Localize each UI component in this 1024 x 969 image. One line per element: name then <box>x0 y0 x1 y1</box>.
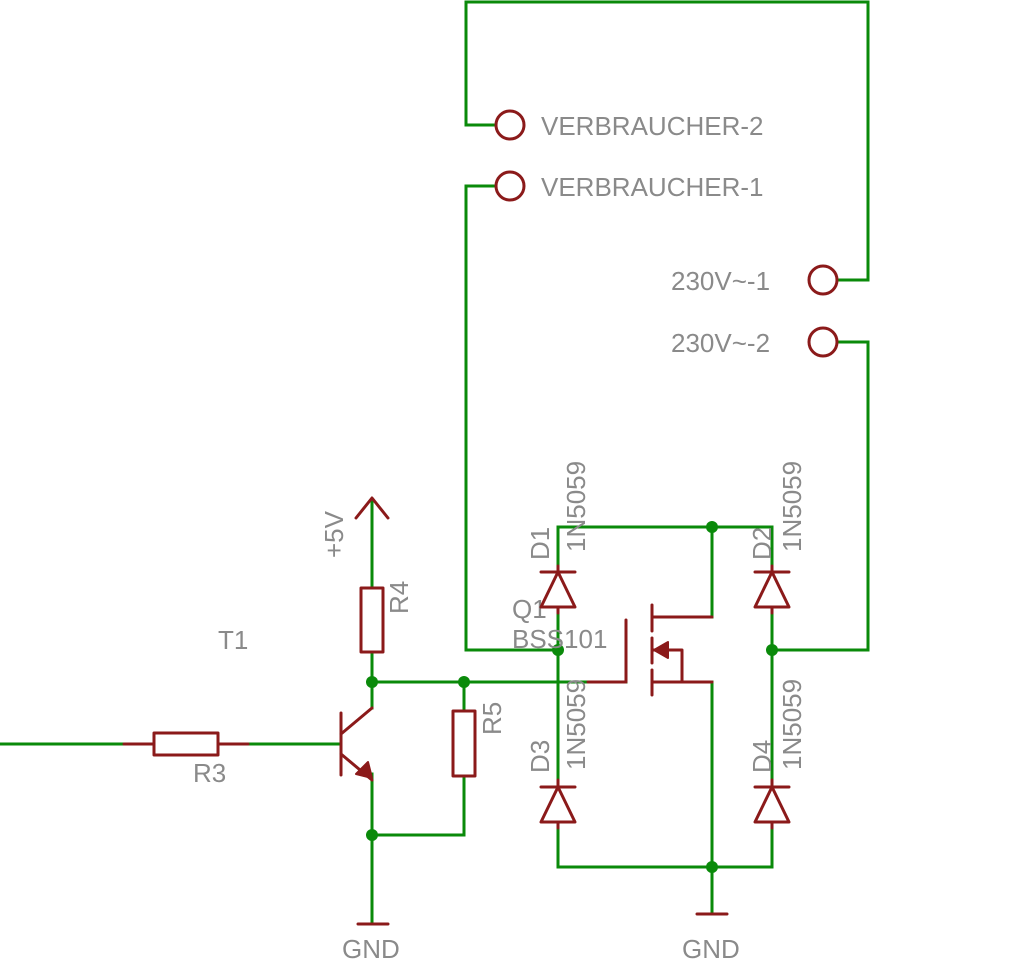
diode-name-label: D1 <box>525 527 555 560</box>
wire-mosfet-source <box>650 680 714 914</box>
diode-triangle-icon <box>753 785 791 824</box>
transistor-emitter-arrow-icon <box>355 761 373 779</box>
connector-mains-1: 230V~-1 <box>671 264 839 296</box>
connector-pad-icon <box>807 264 839 296</box>
junction-dot <box>366 676 378 688</box>
mosfet-gate-icon <box>586 618 628 684</box>
transistor-collector-icon <box>339 706 374 736</box>
diode-d3: D3 1N5059 <box>525 679 591 830</box>
ground-right: GND <box>682 912 740 964</box>
wires <box>0 0 870 924</box>
wire-bridge-top-rail <box>556 525 774 568</box>
resistor-label: R4 <box>384 581 414 614</box>
connector-pad-icon <box>494 109 526 141</box>
connector-label: 230V~-2 <box>671 328 770 358</box>
resistor-label: R3 <box>193 758 226 788</box>
diode-value-label: 1N5059 <box>561 679 591 770</box>
wire-load1-to-bridge <box>464 184 560 652</box>
connector-pad-icon <box>807 326 839 358</box>
supply-vcc: +5V <box>319 496 390 558</box>
junction-dot <box>366 829 378 841</box>
supply-arrow-icon <box>354 496 390 520</box>
connector-pad-icon <box>494 170 526 202</box>
ground-left: GND <box>342 922 400 964</box>
diode-d4: D4 1N5059 <box>747 679 807 830</box>
resistor-r5: R5 <box>451 702 507 778</box>
connector-label: 230V~-1 <box>671 266 770 296</box>
diode-value-label: 1N5059 <box>561 461 591 552</box>
diode-value-label: 1N5059 <box>777 679 807 770</box>
diode-name-label: D2 <box>747 527 777 560</box>
junction-dot <box>706 521 718 533</box>
junction-dot <box>458 676 470 688</box>
mosfet-q1: Q1 BSS101 <box>512 594 714 697</box>
ground-label: GND <box>342 934 400 964</box>
junctions <box>366 521 778 873</box>
wire-bridge-bottom-rail <box>556 820 774 869</box>
resistor-r4: R4 <box>359 581 414 654</box>
ground-label: GND <box>682 934 740 964</box>
connector-label: VERBRAUCHER-1 <box>541 172 764 202</box>
wire-load2-to-mains1 <box>464 0 870 282</box>
connector-verbraucher-1: VERBRAUCHER-1 <box>494 170 764 202</box>
diode-value-label: 1N5059 <box>777 461 807 552</box>
wire-r5-bottom <box>370 774 466 837</box>
junction-dot <box>706 861 718 873</box>
transistor-label: T1 <box>218 625 248 655</box>
resistor-body-icon <box>359 586 385 654</box>
connector-mains-2: 230V~-2 <box>671 326 839 358</box>
diode-triangle-icon <box>539 785 577 824</box>
resistor-body-icon <box>152 731 220 757</box>
supply-vcc-label: +5V <box>319 510 349 558</box>
wire-mosfet-drain <box>650 525 714 619</box>
transistor-t1: T1 <box>218 625 374 782</box>
mosfet-name-label: Q1 <box>512 594 547 624</box>
diode-d1: D1 1N5059 <box>525 461 591 615</box>
diode-name-label: D4 <box>747 740 777 773</box>
diode-d2: D2 1N5059 <box>747 461 807 615</box>
wire-mains2-to-bridge <box>770 340 870 652</box>
resistor-r3: R3 <box>122 731 250 788</box>
junction-dot <box>766 644 778 656</box>
mosfet-value-label: BSS101 <box>512 624 607 654</box>
diode-triangle-icon <box>753 570 791 609</box>
junction-dot <box>552 644 564 656</box>
connector-verbraucher-2: VERBRAUCHER-2 <box>494 109 764 141</box>
resistor-body-icon <box>451 709 477 778</box>
resistor-label: R5 <box>477 702 507 735</box>
diode-name-label: D3 <box>525 740 555 773</box>
mosfet-arrow-icon <box>653 641 669 659</box>
connector-label: VERBRAUCHER-2 <box>541 111 764 141</box>
